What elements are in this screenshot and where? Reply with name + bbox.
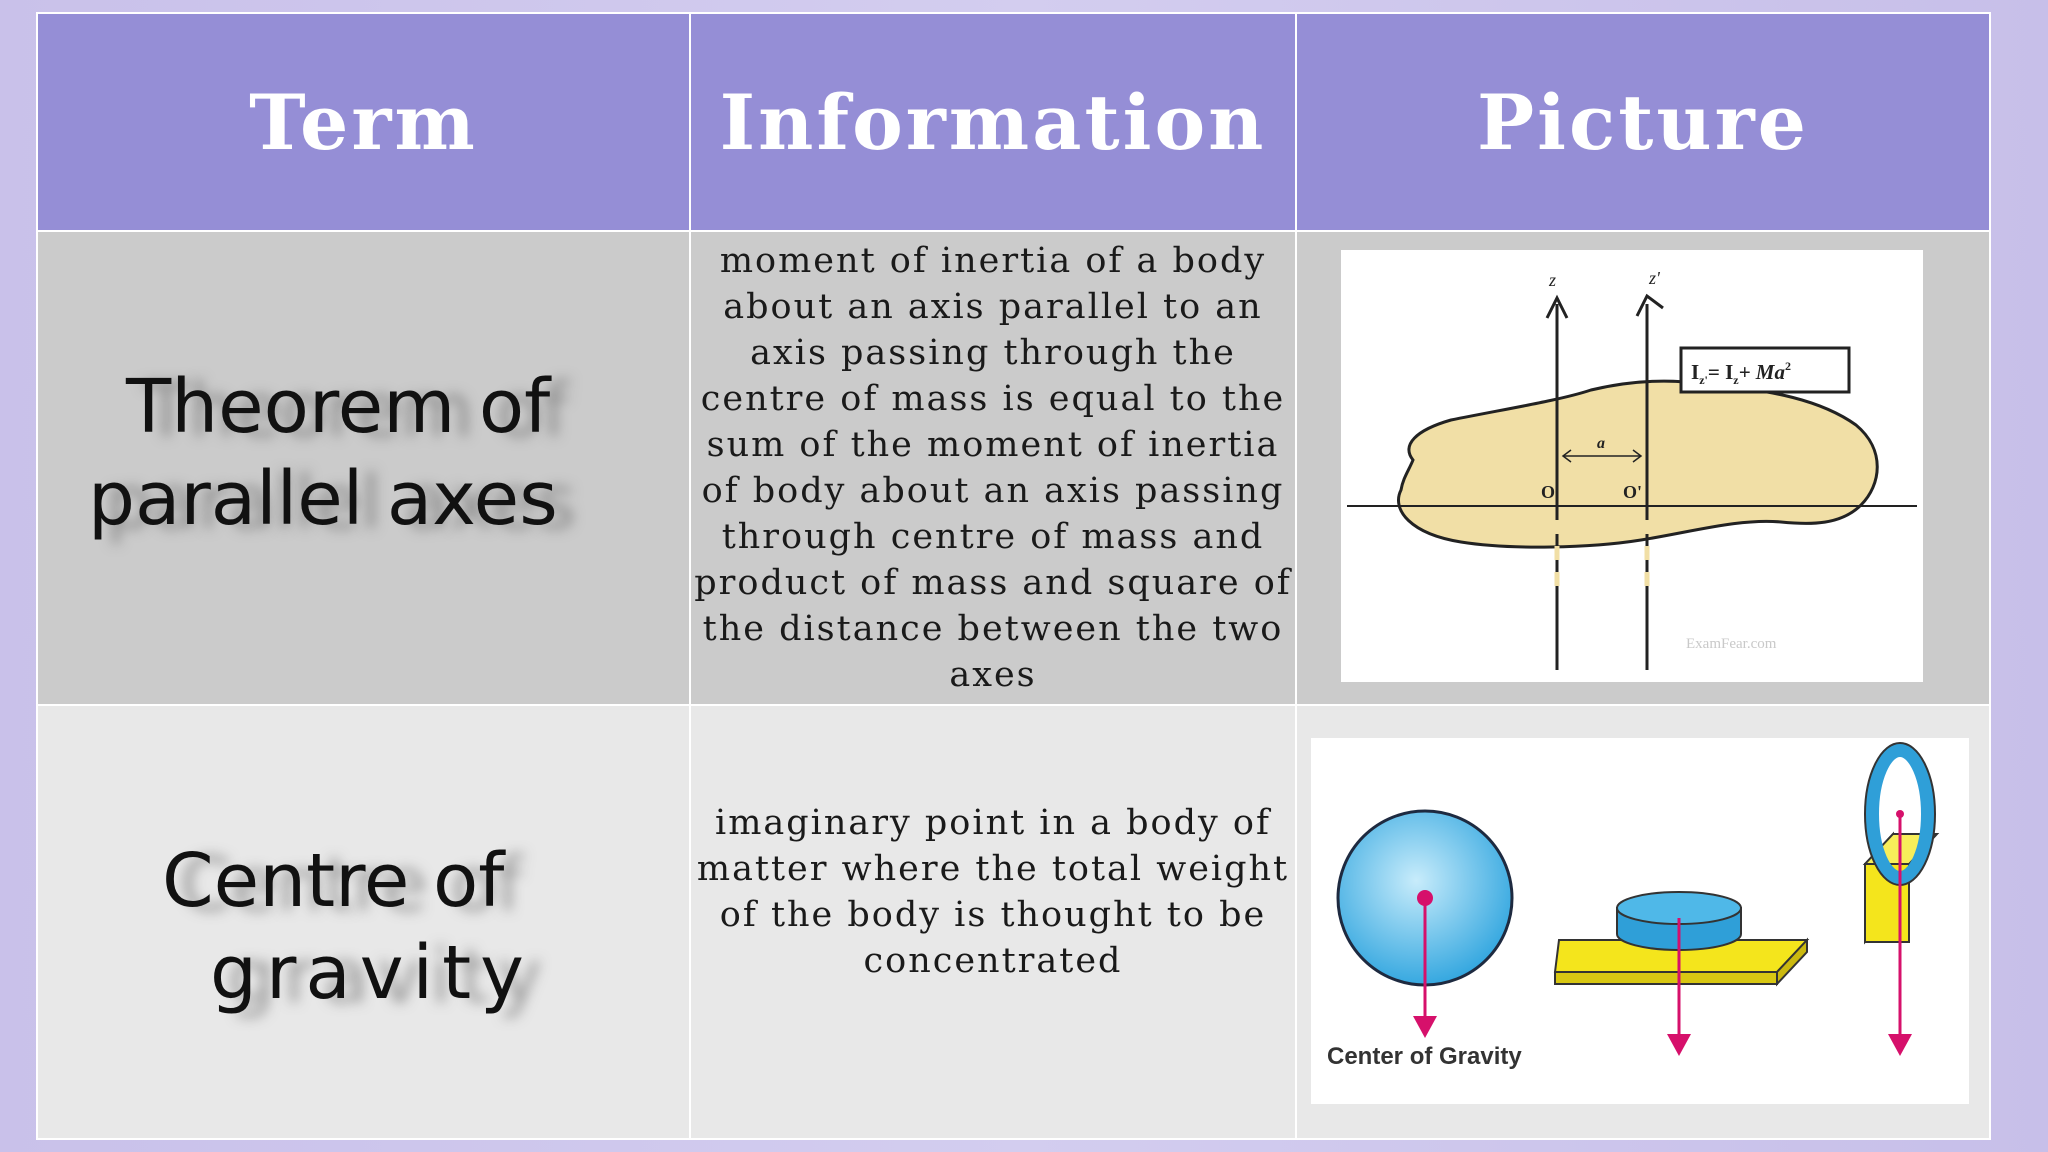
term-cell: Theorem of parallel axes xyxy=(36,230,691,706)
term-line: gravity xyxy=(210,930,533,1016)
table-row: Centre of gravity imaginary point in a b… xyxy=(36,704,1991,1140)
z-axis-arrow-icon xyxy=(1545,294,1569,319)
axis-z-label: z xyxy=(1548,270,1556,290)
center-of-gravity-figure: Center of Gravity xyxy=(1311,738,1969,1104)
formula-box xyxy=(1679,346,1851,394)
term-line: Centre of xyxy=(162,838,505,924)
term-cell: Centre of gravity xyxy=(36,704,691,1140)
plate-side xyxy=(1776,937,1808,987)
distance-left-arrow-icon xyxy=(1561,449,1572,463)
point-o-label: O xyxy=(1541,482,1555,502)
distance-label: a xyxy=(1597,435,1605,452)
header-term: Term xyxy=(36,12,691,232)
formula-text: Iz'= Iz+ Ma2 xyxy=(1691,359,1791,387)
plate-front xyxy=(1554,971,1778,985)
plate-arrow-icon xyxy=(1667,1034,1691,1056)
information-cell: moment of inertia of a body about an axi… xyxy=(689,230,1297,706)
term-line: Theorem of xyxy=(126,364,551,450)
table-header-row: Term Information Picture xyxy=(36,12,1991,232)
figure-caption: Center of Gravity xyxy=(1327,1043,1522,1070)
picture-cell: Center of Gravity xyxy=(1295,704,1991,1140)
term-line: parallel axes xyxy=(88,456,558,542)
ring-arrow-icon xyxy=(1888,1034,1912,1056)
information-cell: imaginary point in a body of matter wher… xyxy=(689,704,1297,1140)
term-text: Theorem of parallel axes xyxy=(38,232,689,704)
z-prime-axis-arrow-icon xyxy=(1635,293,1664,317)
distance-right-arrow-icon xyxy=(1632,449,1643,463)
watermark-text: ExamFear.com xyxy=(1686,636,1777,652)
picture-cell: z z' a O O' Iz'= Iz+ Ma2 ExamFear.com xyxy=(1295,230,1991,706)
ring-center-point xyxy=(1896,810,1904,818)
point-o-prime-label: O' xyxy=(1623,482,1642,502)
sphere-arrow-icon xyxy=(1413,1016,1437,1038)
header-picture: Picture xyxy=(1295,12,1991,232)
term-text: Centre of gravity xyxy=(38,706,689,1138)
axis-z-prime-label: z' xyxy=(1648,268,1661,288)
vocabulary-table: Term Information Picture Theorem of para… xyxy=(36,12,1991,1140)
parallel-axes-figure: z z' a O O' Iz'= Iz+ Ma2 ExamFear.com xyxy=(1341,250,1923,682)
header-information: Information xyxy=(689,12,1297,232)
table-row: Theorem of parallel axes moment of inert… xyxy=(36,230,1991,706)
